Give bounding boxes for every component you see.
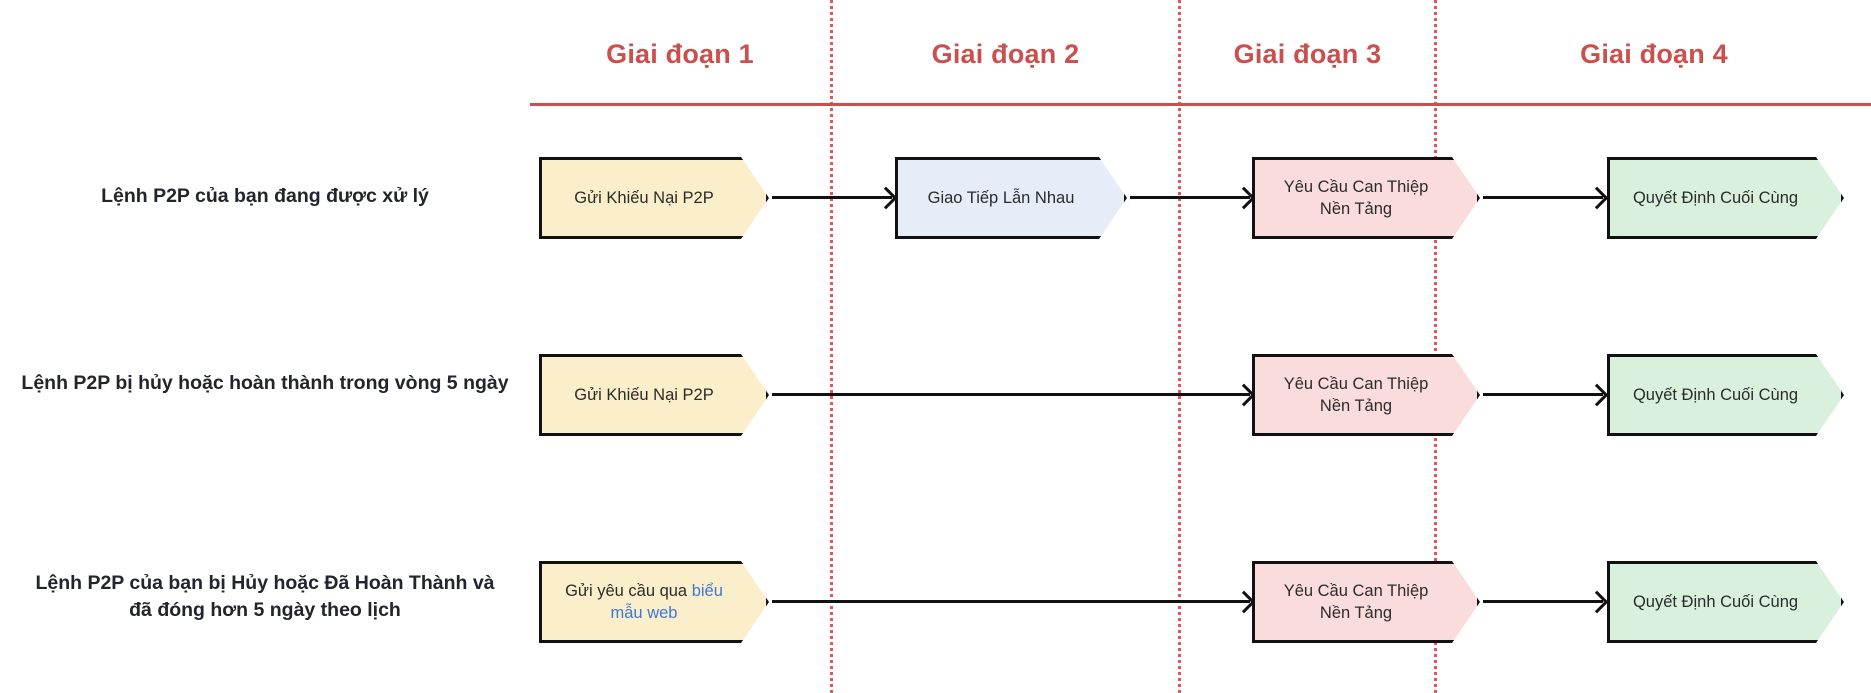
node-row2-stage3[interactable]: Yêu Cầu Can Thiệp Nền Tảng	[1252, 354, 1480, 436]
row-label-1: Lệnh P2P của bạn đang được xử lý	[101, 185, 429, 207]
node-row1-stage1[interactable]: Gửi Khiếu Nại P2P	[539, 157, 769, 239]
connector-row2-1to3	[772, 393, 1250, 396]
node-row2-stage4[interactable]: Quyết Định Cuối Cùng	[1607, 354, 1844, 436]
node-row1-stage1-label: Gửi Khiếu Nại P2P	[574, 189, 714, 207]
node-row1-stage3-label: Yêu Cầu Can Thiệp Nền Tảng	[1283, 178, 1429, 218]
stage-header-1: Giai đoạn 1	[606, 39, 754, 69]
stage-header-2: Giai đoạn 2	[931, 39, 1080, 69]
node-row2-stage4-label: Quyết Định Cuối Cùng	[1632, 386, 1799, 404]
stage-header-4: Giai đoạn 4	[1580, 39, 1728, 69]
node-row3-stage1-label: Gửi yêu cầu qua biểu mẫu web	[556, 580, 732, 624]
web-form-link[interactable]: biểu mẫu web	[610, 582, 723, 622]
row-label-3-line2: đã đóng hơn 5 ngày theo lịch	[129, 599, 401, 621]
connector-row1-3to4	[1483, 196, 1603, 199]
header-rule	[530, 103, 1871, 106]
node-row3-stage3-label: Yêu Cầu Can Thiệp Nền Tảng	[1283, 582, 1429, 622]
node-row1-stage4[interactable]: Quyết Định Cuối Cùng	[1607, 157, 1844, 239]
node-row1-stage2[interactable]: Giao Tiếp Lẫn Nhau	[895, 157, 1127, 239]
stage-header-3: Giai đoạn 3	[1233, 39, 1382, 69]
node-row1-stage3[interactable]: Yêu Cầu Can Thiệp Nền Tảng	[1252, 157, 1480, 239]
stage-divider-1	[830, 0, 833, 693]
node-row3-stage1-text: Gửi yêu cầu qua	[565, 582, 692, 600]
node-row3-stage4-label: Quyết Định Cuối Cùng	[1632, 593, 1799, 611]
node-row1-stage2-label: Giao Tiếp Lẫn Nhau	[927, 189, 1075, 207]
node-row3-stage4[interactable]: Quyết Định Cuối Cùng	[1607, 561, 1844, 643]
node-row2-stage3-label: Yêu Cầu Can Thiệp Nền Tảng	[1283, 375, 1429, 415]
connector-row3-3to4	[1483, 600, 1603, 603]
connector-row1-1to2	[772, 196, 892, 199]
stage-divider-3	[1434, 0, 1437, 693]
row-label-3-line1: Lệnh P2P của bạn bị Hủy hoặc Đã Hoàn Thà…	[35, 572, 495, 594]
connector-row3-1to3	[772, 600, 1250, 603]
node-row2-stage1[interactable]: Gửi Khiếu Nại P2P	[539, 354, 769, 436]
row-label-3: Lệnh P2P của bạn bị Hủy hoặc Đã Hoàn Thà…	[0, 570, 530, 624]
node-row3-stage3[interactable]: Yêu Cầu Can Thiệp Nền Tảng	[1252, 561, 1480, 643]
stage-divider-2	[1178, 0, 1181, 693]
node-row3-stage1[interactable]: Gửi yêu cầu qua biểu mẫu web	[539, 561, 769, 643]
connector-row2-3to4	[1483, 393, 1603, 396]
node-row1-stage4-label: Quyết Định Cuối Cùng	[1632, 189, 1799, 207]
node-row2-stage1-label: Gửi Khiếu Nại P2P	[574, 386, 714, 404]
row-label-2: Lệnh P2P bị hủy hoặc hoàn thành trong vò…	[21, 372, 509, 394]
connector-row1-2to3	[1130, 196, 1250, 199]
